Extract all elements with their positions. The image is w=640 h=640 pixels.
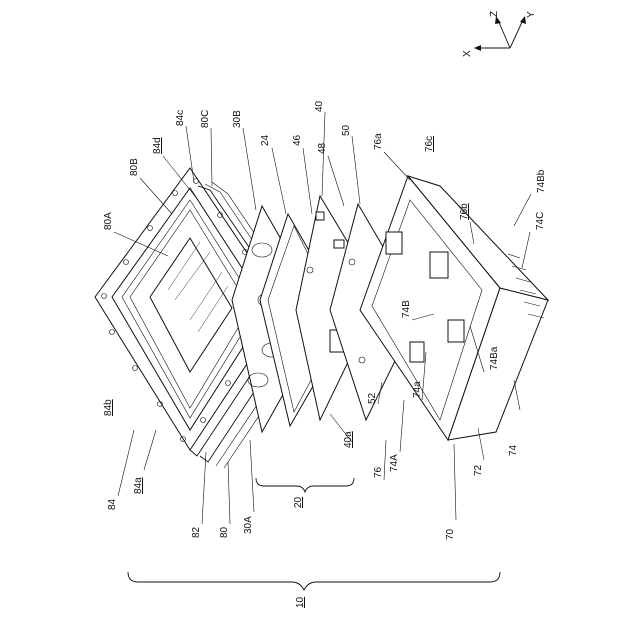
label-76: 76 — [373, 466, 384, 478]
bracket-10 — [128, 572, 500, 590]
y-axis-line — [510, 20, 523, 48]
bracket-20 — [256, 478, 354, 492]
label-52: 52 — [367, 392, 378, 404]
label-74: 74 — [508, 444, 519, 456]
label-24: 24 — [260, 134, 271, 146]
label-30B: 30B — [232, 110, 243, 128]
label-74Ba: 74Ba — [489, 346, 500, 370]
label-74A: 74A — [389, 454, 400, 472]
label-84c: 84c — [175, 110, 186, 126]
label-80: 80 — [219, 526, 230, 538]
label-46: 46 — [292, 134, 303, 146]
label-40a: 40a — [343, 431, 354, 448]
label-80C: 80C — [200, 110, 211, 128]
label-76b: 76b — [459, 203, 470, 220]
x-axis-arrow — [474, 45, 481, 51]
label-48: 48 — [317, 142, 328, 154]
label-84d: 84d — [152, 137, 163, 154]
label-30A: 30A — [243, 516, 254, 534]
label-84: 84 — [107, 498, 118, 510]
label-76a: 76a — [373, 133, 384, 150]
label-74C: 74C — [535, 212, 546, 230]
label-10: 10 — [295, 596, 306, 608]
label-84a: 84a — [133, 477, 144, 494]
z-axis-line — [498, 20, 510, 48]
label-80A: 80A — [103, 212, 114, 230]
label-84b: 84b — [103, 399, 114, 416]
label-20: 20 — [293, 496, 304, 508]
label-74B: 74B — [401, 300, 412, 318]
label-50: 50 — [341, 124, 352, 136]
label-74Bb: 74Bb — [536, 169, 547, 193]
label-70: 70 — [445, 528, 456, 540]
label-74a: 74a — [412, 381, 423, 398]
axis-indicator: X Z Y — [462, 11, 537, 57]
label-82: 82 — [191, 526, 202, 538]
axis-x-label: X — [462, 50, 473, 57]
axis-z-label: Z — [489, 11, 500, 17]
label-72: 72 — [473, 464, 484, 476]
label-40: 40 — [314, 100, 325, 112]
label-80B: 80B — [129, 158, 140, 176]
label-76c: 76c — [424, 136, 435, 152]
axis-y-label: Y — [526, 11, 537, 18]
